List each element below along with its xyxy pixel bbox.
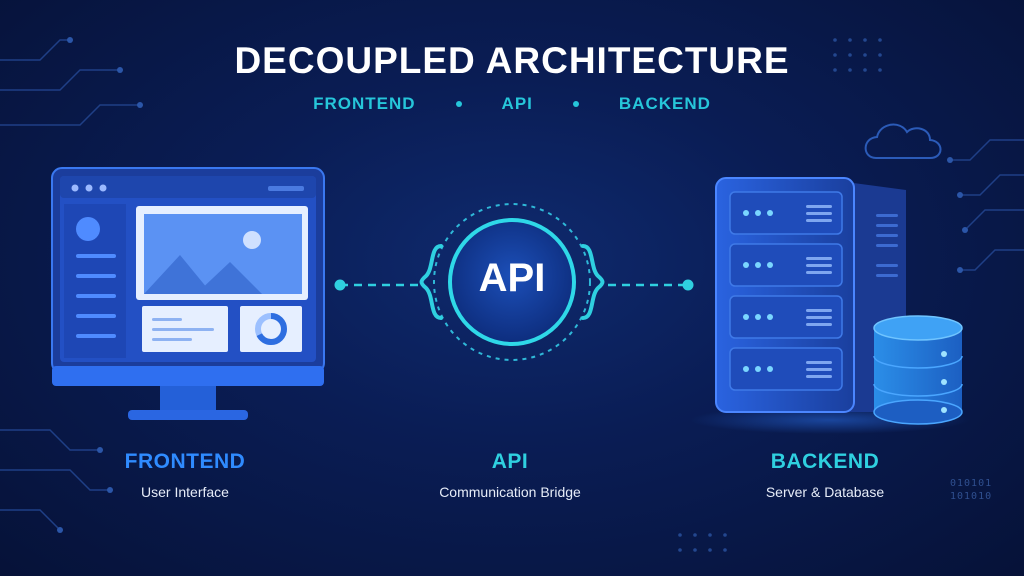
server-unit xyxy=(729,295,843,339)
api-heading: API xyxy=(491,450,529,473)
cloud-icon xyxy=(864,123,942,159)
subtitle-item-api: API xyxy=(501,94,533,113)
server-unit xyxy=(729,347,843,391)
api-circle-icon xyxy=(419,203,605,361)
frontend-description: User Interface xyxy=(141,484,229,500)
monitor-icon xyxy=(51,167,325,420)
subtitle-row: FRONTEND API BACKEND xyxy=(0,94,1024,114)
api-description: Communication Bridge xyxy=(439,484,581,500)
backend-caption: BACKEND Server & Database xyxy=(695,450,955,500)
subtitle-item-frontend: FRONTEND xyxy=(313,94,416,113)
binary-text-line: 010101 xyxy=(950,478,993,489)
backend-description: Server & Database xyxy=(765,484,885,500)
bullet-separator xyxy=(572,101,579,107)
server-unit xyxy=(729,243,843,287)
server-database-icon xyxy=(690,177,970,434)
database-icon xyxy=(873,315,963,425)
backend-heading: BACKEND xyxy=(770,450,880,473)
binary-text-line: 101010 xyxy=(950,491,993,502)
frontend-heading: FRONTEND xyxy=(124,450,246,473)
circuit-nodes-right xyxy=(947,157,968,273)
circuit-lines-left xyxy=(0,39,140,531)
circuit-lines-right xyxy=(950,139,1024,271)
frontend-api-connector xyxy=(334,279,418,291)
server-unit xyxy=(729,191,843,235)
dot-grid xyxy=(678,38,882,552)
frontend-caption: FRONTEND User Interface xyxy=(55,450,315,500)
bullet-separator xyxy=(455,101,462,107)
api-badge-label: API xyxy=(478,256,546,300)
page-title: DECOUPLED ARCHITECTURE xyxy=(234,40,790,81)
subtitle-item-backend: BACKEND xyxy=(618,94,711,113)
circuit-nodes-left xyxy=(57,37,143,533)
api-backend-connector xyxy=(608,279,694,291)
api-caption: API Communication Bridge xyxy=(380,450,640,500)
